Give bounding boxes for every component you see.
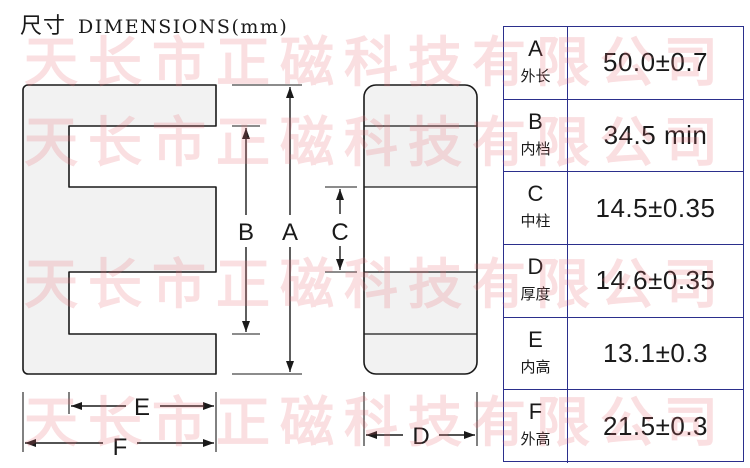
spec-letter: A bbox=[528, 36, 543, 61]
spec-value: 21.5±0.3 bbox=[602, 411, 709, 442]
dimension-spec-table: A 外长 50.0±0.7 B 内档 34.5 min C 中柱 14.5±0.… bbox=[503, 26, 744, 463]
spec-key-cell: B 内档 bbox=[504, 99, 568, 172]
dimension-label-d: D bbox=[412, 423, 429, 450]
spec-name: 内档 bbox=[520, 139, 551, 158]
dimension-label-f: F bbox=[113, 434, 128, 461]
dimension-label-e: E bbox=[134, 394, 150, 421]
spec-value: 50.0±0.7 bbox=[602, 47, 709, 78]
extension-lines-ab bbox=[232, 84, 302, 375]
spec-key-cell: A 外长 bbox=[504, 27, 568, 99]
dimension-label-b: B bbox=[238, 219, 254, 246]
side-view-division-lines bbox=[364, 125, 477, 335]
spec-key-cell: F 外高 bbox=[504, 390, 568, 463]
spec-name: 内高 bbox=[520, 357, 551, 376]
spec-value: 13.1±0.3 bbox=[602, 337, 709, 368]
dimension-label-c: C bbox=[331, 219, 348, 246]
extension-lines-bottom bbox=[22, 392, 478, 452]
spec-name: 厚度 bbox=[520, 285, 551, 303]
spec-row-a: A 外长 50.0±0.7 bbox=[504, 27, 743, 100]
spec-letter: C bbox=[527, 181, 544, 207]
heading-chinese: 尺寸 bbox=[20, 14, 67, 39]
extension-lines-c bbox=[325, 186, 357, 273]
spec-row-d: D 厚度 14.6±0.35 bbox=[504, 245, 743, 318]
spec-name: 外高 bbox=[520, 430, 551, 449]
heading-english: DIMENSIONS(mm) bbox=[78, 16, 289, 38]
spec-row-b: B 内档 34.5 min bbox=[504, 99, 743, 173]
spec-key-cell: C 中柱 bbox=[504, 172, 568, 244]
spec-value: 14.5±0.35 bbox=[595, 192, 716, 223]
spec-key-cell: E 内高 bbox=[504, 317, 568, 390]
dimensions-heading: 尺寸 DIMENSIONS(mm) bbox=[20, 8, 288, 40]
spec-key-cell: D 厚度 bbox=[504, 245, 568, 317]
spec-letter: F bbox=[528, 399, 543, 425]
spec-name: 外长 bbox=[520, 67, 551, 85]
spec-name: 中柱 bbox=[520, 212, 551, 231]
spec-row-e: E 内高 13.1±0.3 bbox=[504, 317, 743, 391]
spec-letter: E bbox=[528, 326, 543, 352]
spec-row-c: C 中柱 14.5±0.35 bbox=[504, 172, 743, 245]
e-core-front-view bbox=[22, 84, 217, 375]
spec-row-f: F 外高 21.5±0.3 bbox=[504, 390, 743, 463]
spec-letter: B bbox=[528, 108, 543, 134]
side-view-middle-band bbox=[365, 187, 476, 272]
spec-value: 34.5 min bbox=[603, 119, 708, 150]
dimension-label-a: A bbox=[282, 219, 298, 246]
spec-value: 14.6±0.35 bbox=[595, 265, 716, 296]
spec-letter: D bbox=[527, 254, 544, 279]
